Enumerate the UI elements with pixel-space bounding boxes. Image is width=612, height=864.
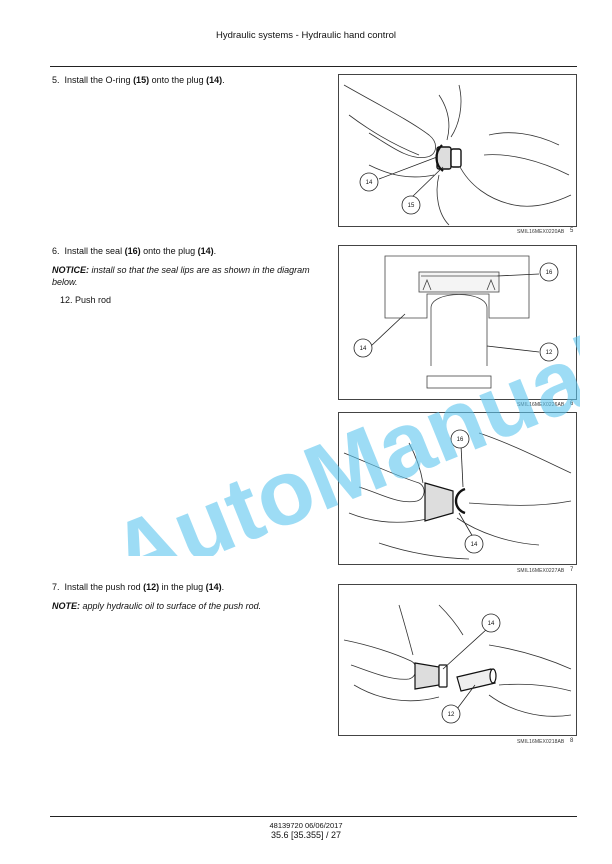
- callout-12: 12: [448, 712, 455, 718]
- note-paragraph: NOTE: apply hydraulic oil to surface of …: [52, 600, 320, 612]
- step-number: 6.: [52, 246, 60, 256]
- figure-8-illustration: 14 12: [343, 604, 572, 724]
- step-6: 6. Install the seal (16) onto the plug (…: [52, 245, 322, 257]
- figure-code: SMIL16MEX0226AB: [517, 402, 565, 408]
- figure-number: 8: [570, 738, 574, 744]
- step-text: onto the plug: [149, 75, 207, 85]
- callout-12: 12: [546, 350, 553, 356]
- figure-6-seal-diagram: 16 14 12: [338, 245, 577, 400]
- callout-16: 16: [546, 270, 553, 276]
- step-5: 5. Install the O-ring (15) onto the plug…: [52, 74, 322, 86]
- figure-number: 6: [570, 401, 574, 407]
- step-text: .: [213, 246, 217, 256]
- part-ref: (14): [206, 75, 223, 85]
- part-ref: (14): [197, 246, 214, 256]
- step-number: 7.: [52, 582, 60, 592]
- step-text: .: [222, 75, 225, 85]
- footer-rule: [50, 816, 577, 817]
- step-7: 7. Install the push rod (12) in the plug…: [52, 581, 322, 593]
- notice-text: install so that the seal lips are as sho…: [52, 265, 310, 287]
- note-label: NOTE:: [52, 601, 80, 611]
- note-text: apply hydraulic oil to surface of the pu…: [80, 601, 262, 611]
- figure-number: 7: [570, 567, 574, 573]
- figure-code: SMIL16MEX0218AB: [517, 739, 565, 745]
- callout-14: 14: [360, 346, 367, 352]
- figure-6-illustration: 16 14 12: [353, 255, 559, 389]
- footer-page-number: 35.6 [35.355] / 27: [270, 830, 342, 840]
- callout-15: 15: [408, 203, 415, 209]
- step-number: 5.: [52, 75, 60, 85]
- figure-7-seal-install: 16 14: [338, 412, 577, 565]
- callout-14: 14: [366, 180, 373, 186]
- callout-14: 14: [471, 542, 478, 548]
- figure-code: SMIL16MEX0227AB: [517, 568, 565, 574]
- figure-number: 5: [570, 228, 574, 234]
- header-rule: [50, 66, 577, 67]
- part-ref: (12): [143, 582, 160, 592]
- figure-code: SMIL16MEX0220AB: [517, 229, 565, 235]
- callout-16: 16: [457, 437, 464, 443]
- part-ref: (15): [133, 75, 150, 85]
- step-text: Install the seal: [64, 246, 125, 256]
- step-text: in the plug: [159, 582, 206, 592]
- notice-label: NOTICE:: [52, 265, 89, 275]
- page-header-title: Hydraulic systems - Hydraulic hand contr…: [215, 30, 397, 41]
- callout-14: 14: [488, 621, 495, 627]
- notice-paragraph: NOTICE: install so that the seal lips ar…: [52, 264, 320, 288]
- step-text: Install the push rod: [64, 582, 144, 592]
- part-ref: (14): [205, 582, 222, 592]
- legend-item: 12. Push rod: [60, 295, 112, 305]
- step-text: onto the plug: [140, 246, 198, 256]
- figure-8-pushrod-install: 14 12: [338, 584, 577, 736]
- part-ref: (16): [124, 246, 141, 256]
- step-text: .: [221, 582, 225, 592]
- figure-5-illustration: 14 15: [343, 84, 572, 226]
- step-text: Install the O-ring: [64, 75, 134, 85]
- figure-7-illustration: 16 14: [343, 429, 572, 560]
- footer-doc-id: 48139720 06/06/2017: [269, 821, 343, 830]
- figure-5-oring-install: 14 15: [338, 74, 577, 227]
